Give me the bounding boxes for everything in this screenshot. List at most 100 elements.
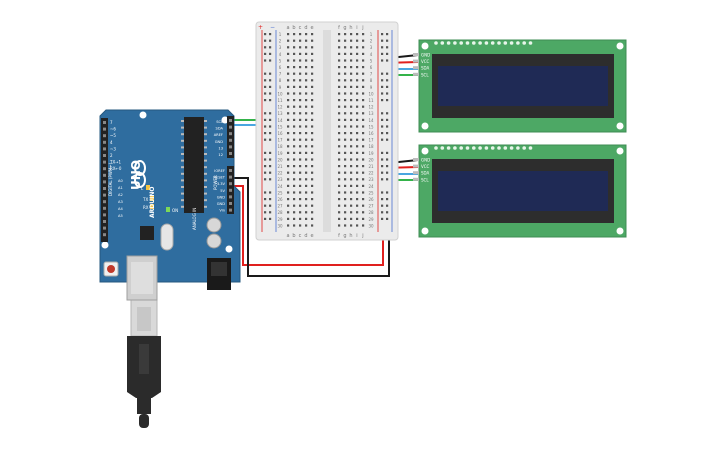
breadboard-hole[interactable] [293,46,296,49]
breadboard-hole[interactable] [344,211,347,214]
breadboard-hole[interactable] [356,171,359,174]
breadboard-hole[interactable] [356,178,359,181]
breadboard-hole[interactable] [293,66,296,69]
breadboard-hole[interactable] [338,132,341,135]
breadboard-hole[interactable] [356,138,359,141]
header-pin[interactable] [229,119,232,122]
header-pin[interactable] [103,226,106,230]
rail-hole[interactable] [386,46,389,49]
breadboard-hole[interactable] [362,224,365,227]
rail-hole[interactable] [264,99,267,102]
breadboard-hole[interactable] [350,99,353,102]
breadboard-hole[interactable] [311,59,314,62]
breadboard-hole[interactable] [350,178,353,181]
breadboard-hole[interactable] [305,39,308,42]
breadboard-hole[interactable] [293,198,296,201]
rail-hole[interactable] [381,59,384,62]
breadboard-hole[interactable] [293,151,296,154]
breadboard-hole[interactable] [350,39,353,42]
rail-hole[interactable] [381,72,384,75]
breadboard-hole[interactable] [362,158,365,161]
breadboard-hole[interactable] [311,112,314,115]
breadboard-hole[interactable] [344,138,347,141]
breadboard-hole[interactable] [350,59,353,62]
breadboard-hole[interactable] [293,33,296,36]
breadboard-hole[interactable] [311,145,314,148]
breadboard-hole[interactable] [299,125,302,128]
rail-hole[interactable] [386,99,389,102]
breadboard-hole[interactable] [338,217,341,220]
rail-hole[interactable] [381,99,384,102]
breadboard-hole[interactable] [350,92,353,95]
rail-hole[interactable] [269,92,272,95]
breadboard-hole[interactable] [311,66,314,69]
breadboard-hole[interactable] [350,118,353,121]
breadboard-hole[interactable] [293,85,296,88]
breadboard-hole[interactable] [299,171,302,174]
rail-hole[interactable] [381,125,384,128]
breadboard-hole[interactable] [344,33,347,36]
breadboard-hole[interactable] [287,52,290,55]
breadboard-hole[interactable] [356,158,359,161]
lcd-pin[interactable] [413,164,419,168]
header-pin[interactable] [229,188,232,192]
breadboard-hole[interactable] [311,105,314,108]
breadboard-hole[interactable] [293,224,296,227]
breadboard-hole[interactable] [350,184,353,187]
breadboard-hole[interactable] [350,52,353,55]
breadboard-hole[interactable] [311,99,314,102]
breadboard-hole[interactable] [356,99,359,102]
rail-hole[interactable] [264,118,267,121]
breadboard-hole[interactable] [311,92,314,95]
breadboard-hole[interactable] [362,105,365,108]
header-pin[interactable] [103,167,106,171]
breadboard-hole[interactable] [305,46,308,49]
breadboard-hole[interactable] [293,158,296,161]
breadboard-hole[interactable] [338,46,341,49]
breadboard-hole[interactable] [338,191,341,194]
breadboard-hole[interactable] [305,85,308,88]
breadboard-hole[interactable] [287,184,290,187]
breadboard-hole[interactable] [350,112,353,115]
breadboard-hole[interactable] [311,138,314,141]
breadboard-hole[interactable] [287,145,290,148]
breadboard-hole[interactable] [344,46,347,49]
breadboard-hole[interactable] [344,99,347,102]
breadboard-hole[interactable] [338,59,341,62]
breadboard-hole[interactable] [287,33,290,36]
rail-hole[interactable] [269,138,272,141]
rail-hole[interactable] [386,112,389,115]
breadboard-hole[interactable] [305,178,308,181]
breadboard-hole[interactable] [362,92,365,95]
header-pin[interactable] [103,200,106,204]
breadboard-hole[interactable] [287,171,290,174]
breadboard-hole[interactable] [350,79,353,82]
breadboard-hole[interactable] [362,138,365,141]
breadboard-hole[interactable] [299,72,302,75]
rail-hole[interactable] [381,52,384,55]
breadboard-hole[interactable] [362,39,365,42]
breadboard-hole[interactable] [305,132,308,135]
breadboard-hole[interactable] [356,105,359,108]
breadboard-hole[interactable] [344,151,347,154]
breadboard-hole[interactable] [293,52,296,55]
breadboard-hole[interactable] [350,158,353,161]
rail-hole[interactable] [381,191,384,194]
breadboard-hole[interactable] [311,132,314,135]
rail-hole[interactable] [386,151,389,154]
breadboard-hole[interactable] [305,59,308,62]
header-pin[interactable] [103,193,106,197]
rail-hole[interactable] [386,118,389,121]
rail-hole[interactable] [381,171,384,174]
breadboard-hole[interactable] [338,39,341,42]
breadboard-hole[interactable] [305,105,308,108]
breadboard-hole[interactable] [356,85,359,88]
breadboard-hole[interactable] [299,39,302,42]
rail-hole[interactable] [386,59,389,62]
breadboard-hole[interactable] [350,138,353,141]
breadboard-hole[interactable] [293,79,296,82]
breadboard-hole[interactable] [305,184,308,187]
breadboard-hole[interactable] [362,66,365,69]
breadboard-hole[interactable] [287,105,290,108]
rail-hole[interactable] [269,204,272,207]
